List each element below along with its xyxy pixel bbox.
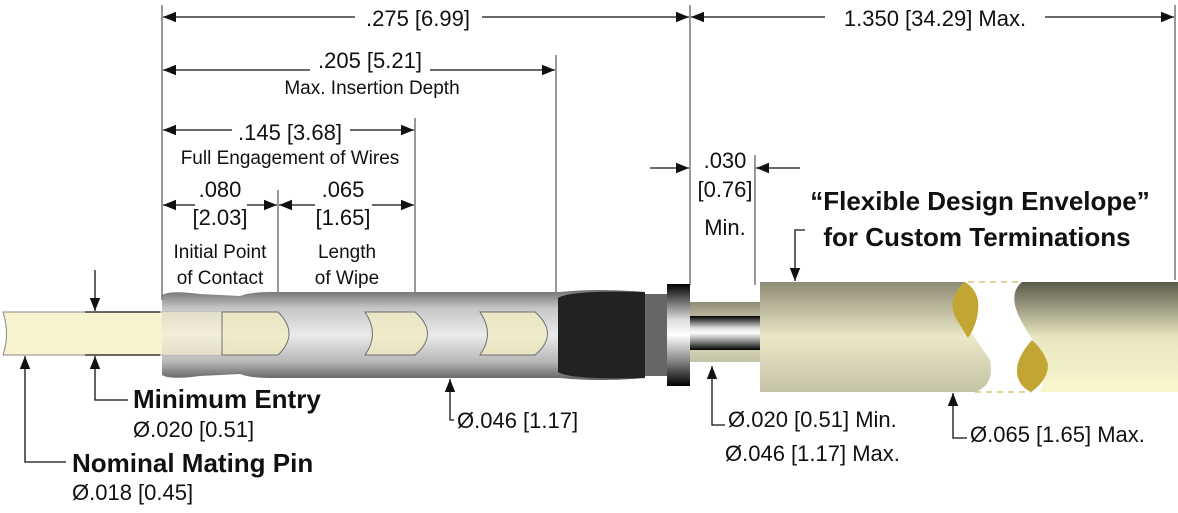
envelope-title-2: for Custom Terminations (823, 222, 1130, 252)
max-insertion-dim: .205 [5.21] (318, 48, 422, 73)
tube-dia: Ø.046 [1.17] (457, 408, 578, 433)
wipe-dim: .065 (322, 177, 365, 202)
flange (667, 284, 690, 386)
gap-label: Min. (704, 215, 746, 240)
overall-length-dim: .275 [6.99] (366, 6, 470, 31)
nominal-pin-dia: Ø.018 [0.45] (72, 480, 193, 505)
wipe-label-1: Length (318, 242, 376, 263)
wipe-label-2: of Wipe (315, 268, 379, 289)
initial-contact-label-1: Initial Point (174, 242, 268, 263)
full-engagement-dim: .145 [3.68] (238, 120, 342, 145)
design-envelope (760, 281, 1178, 393)
crimp-collar (645, 294, 667, 376)
initial-contact-dim: .080 (199, 177, 242, 202)
minimum-entry-label: Minimum Entry (133, 384, 321, 414)
initial-contact-label-2: of Contact (177, 268, 264, 289)
minimum-entry-dia: Ø.020 [0.51] (133, 417, 254, 442)
max-insertion-label: Max. Insertion Depth (284, 78, 459, 99)
extension-lines (161, 5, 1176, 300)
contact-body (162, 290, 645, 380)
full-engagement-label: Full Engagement of Wires (181, 148, 400, 169)
envelope-dia: Ø.065 [1.65] Max. (970, 422, 1145, 447)
wire-dia-max: Ø.046 [1.17] Max. (725, 441, 900, 466)
envelope-title-1: “Flexible Design Envelope” (810, 186, 1150, 216)
initial-contact-mm: [2.03] (192, 205, 247, 230)
envelope-length-dim: 1.350 [34.29] Max. (844, 6, 1026, 31)
gap-mm: [0.76] (697, 177, 752, 202)
wipe-mm: [1.65] (315, 205, 370, 230)
wire-dia-min: Ø.020 [0.51] Min. (728, 407, 897, 432)
nominal-pin-label: Nominal Mating Pin (72, 448, 313, 478)
gap-dim: .030 (704, 148, 747, 173)
